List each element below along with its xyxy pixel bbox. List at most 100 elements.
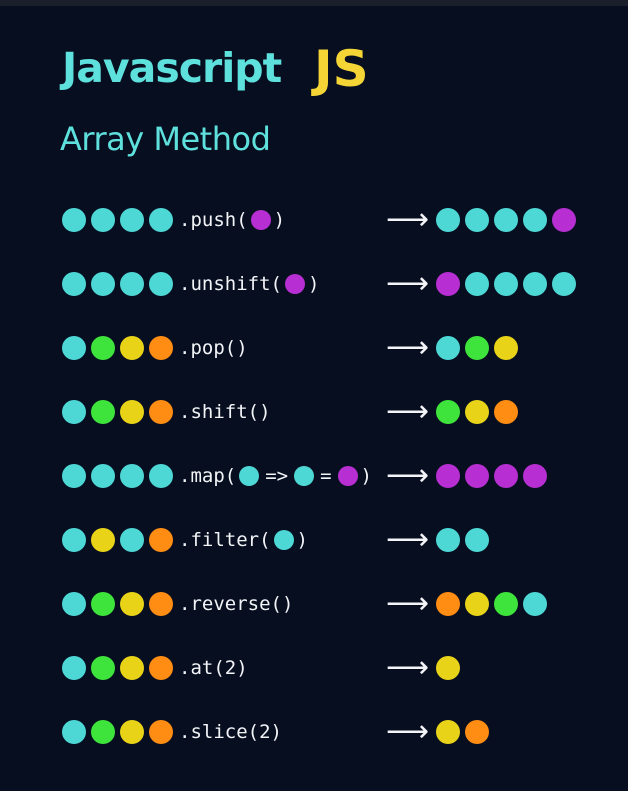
green-dot [91,720,115,744]
arrow-icon: ⟶ [386,458,430,493]
cyan-dot [436,528,460,552]
method-row: .map( => =) ⟶ [62,456,602,496]
input-array: .pop() [62,336,248,360]
cyan-dot [239,466,260,486]
cyan-dot [494,272,518,296]
cyan-dot [62,272,86,296]
cyan-dot [62,464,86,488]
orange-dot [149,336,173,360]
orange-dot [465,720,489,744]
purple-dot [436,464,460,488]
green-dot [91,400,115,424]
cyan-dot [91,464,115,488]
method-expression: .map( => =) [179,464,372,488]
purple-dot [494,464,518,488]
input-array: .map( => =) [62,464,372,488]
method-text: .slice(2) [179,721,282,743]
orange-dot [436,592,460,616]
orange-dot [149,528,173,552]
cyan-dot [120,208,144,232]
cyan-dot [91,208,115,232]
method-row: .slice(2) ⟶ [62,712,602,752]
arrow-icon: ⟶ [386,714,430,749]
arrow-icon: ⟶ [386,330,430,365]
output-array [436,528,494,552]
green-dot [91,336,115,360]
output-array [436,464,552,488]
yellow-dot [436,720,460,744]
cyan-dot [62,208,86,232]
arrow-icon: ⟶ [386,522,430,557]
yellow-dot [120,592,144,616]
cyan-dot [436,208,460,232]
method-row: .shift()⟶ [62,392,602,432]
green-dot [91,592,115,616]
method-text: .reverse() [179,593,294,615]
yellow-dot [465,592,489,616]
yellow-dot [120,720,144,744]
output-array [436,656,465,680]
cyan-dot [465,272,489,296]
method-expression: .pop() [179,336,248,360]
input-array: .filter() [62,528,308,552]
cyan-dot [523,208,547,232]
method-expression: .filter() [179,528,308,552]
method-expression: .reverse() [179,592,293,616]
cyan-dot [120,272,144,296]
method-row: .unshift()⟶ [62,264,602,304]
method-text: ) [273,209,286,231]
method-operator: => [265,465,289,487]
orange-dot [494,400,518,424]
yellow-dot [494,336,518,360]
input-array: .reverse() [62,592,293,616]
green-dot [91,656,115,680]
cyan-dot [523,592,547,616]
method-text: .unshift( [179,273,282,295]
cyan-dot [62,336,86,360]
yellow-dot [465,400,489,424]
green-dot [436,400,460,424]
page-subtitle: Array Method [60,120,271,158]
method-text: .map( [179,465,237,487]
method-text: .at(2) [179,657,248,679]
cyan-dot [62,720,86,744]
arrow-icon: ⟶ [386,394,430,429]
method-expression: .unshift() [179,272,319,296]
method-row: .pop() ⟶ [62,328,602,368]
arrow-icon: ⟶ [386,202,430,237]
purple-dot [436,272,460,296]
method-text: .filter( [179,529,271,551]
output-array [436,720,494,744]
orange-dot [149,592,173,616]
purple-dot [284,274,305,294]
orange-dot [149,400,173,424]
yellow-dot [120,656,144,680]
cyan-dot [273,530,294,550]
output-array [436,336,523,360]
yellow-dot [120,400,144,424]
method-text: .pop() [179,337,248,359]
yellow-dot [91,528,115,552]
cyan-dot [62,592,86,616]
method-text: ) [360,465,372,487]
input-array: .at(2) [62,656,248,680]
cyan-dot [294,466,315,486]
cyan-dot [436,336,460,360]
method-text: ) [307,273,320,295]
method-operator: = [320,465,332,487]
output-array [436,208,581,232]
method-expression: .push() [179,208,285,232]
purple-dot [465,464,489,488]
orange-dot [149,720,173,744]
method-row: .push() ⟶ [62,200,602,240]
output-array [436,400,523,424]
cyan-dot [465,528,489,552]
cyan-dot [523,272,547,296]
arrow-icon: ⟶ [386,586,430,621]
method-expression: .slice(2) [179,720,282,744]
purple-dot [523,464,547,488]
input-array: .push() [62,208,285,232]
purple-dot [337,466,358,486]
cyan-dot [149,464,173,488]
top-bar [0,0,628,6]
